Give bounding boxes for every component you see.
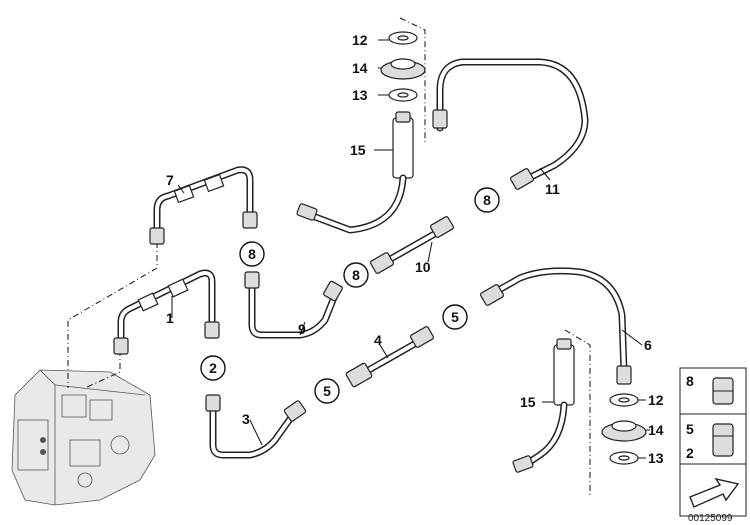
callout-3: 3 bbox=[242, 411, 250, 427]
washers-lower bbox=[601, 393, 647, 465]
callout-1: 1 bbox=[166, 310, 174, 326]
nut-fitting-icon bbox=[712, 423, 734, 457]
callout-6: 6 bbox=[644, 337, 652, 353]
pipe-3 bbox=[205, 394, 307, 459]
leader-lines bbox=[171, 39, 650, 459]
callout-11: 11 bbox=[545, 181, 560, 197]
hose-15-upper bbox=[296, 111, 414, 234]
callout-circled-8b: 8 bbox=[352, 267, 360, 283]
callout-12-lower: 12 bbox=[648, 392, 664, 408]
hydraulic-unit bbox=[11, 369, 156, 506]
callout-circle-5a bbox=[314, 378, 340, 404]
callout-7: 7 bbox=[166, 172, 174, 188]
callout-circled-5b: 5 bbox=[451, 309, 459, 325]
callout-labels: 7 1 3 4 9 10 11 6 12 14 13 15 12 14 13 1… bbox=[166, 32, 664, 466]
callout-4: 4 bbox=[374, 332, 382, 348]
connection-dash-lines bbox=[67, 17, 591, 495]
legend-label-5: 5 bbox=[686, 421, 694, 437]
callout-13-upper: 13 bbox=[352, 87, 368, 103]
callout-circled-2: 2 bbox=[209, 360, 217, 376]
callout-circle-5b bbox=[442, 304, 468, 330]
union-fitting-icon bbox=[712, 377, 734, 405]
callout-15-lower: 15 bbox=[520, 394, 536, 410]
callout-15-upper: 15 bbox=[350, 142, 366, 158]
pipe-11 bbox=[432, 58, 589, 190]
hose-4 bbox=[345, 326, 435, 388]
callout-13-lower: 13 bbox=[648, 450, 664, 466]
callout-circle-8b bbox=[343, 262, 369, 288]
pipe-9 bbox=[244, 271, 343, 339]
callout-14-lower: 14 bbox=[648, 422, 664, 438]
arrow-icon bbox=[689, 477, 740, 508]
legend-label-8: 8 bbox=[686, 373, 694, 389]
callout-9: 9 bbox=[298, 321, 306, 337]
callout-10: 10 bbox=[415, 259, 431, 275]
legend-box: 8 5 2 bbox=[679, 367, 747, 517]
pipe-6 bbox=[479, 267, 632, 385]
callout-circle-2 bbox=[200, 355, 226, 381]
legend-label-2: 2 bbox=[686, 445, 694, 461]
pipe-7 bbox=[149, 166, 258, 245]
callout-circle-8c bbox=[474, 187, 500, 213]
circled-callouts: 8 8 8 2 5 5 bbox=[200, 187, 500, 404]
callout-circled-8c: 8 bbox=[483, 192, 491, 208]
diagram-code: 00125099 bbox=[688, 513, 733, 524]
callout-circled-8a: 8 bbox=[248, 246, 256, 262]
pipe-1 bbox=[113, 269, 220, 355]
callout-14-upper: 14 bbox=[352, 60, 368, 76]
callout-12-upper: 12 bbox=[352, 32, 368, 48]
hose-10 bbox=[369, 216, 455, 274]
washers-upper bbox=[380, 31, 426, 102]
hose-15-lower bbox=[512, 338, 575, 473]
callout-circle-8a bbox=[239, 241, 265, 267]
callout-circled-5a: 5 bbox=[323, 383, 331, 399]
